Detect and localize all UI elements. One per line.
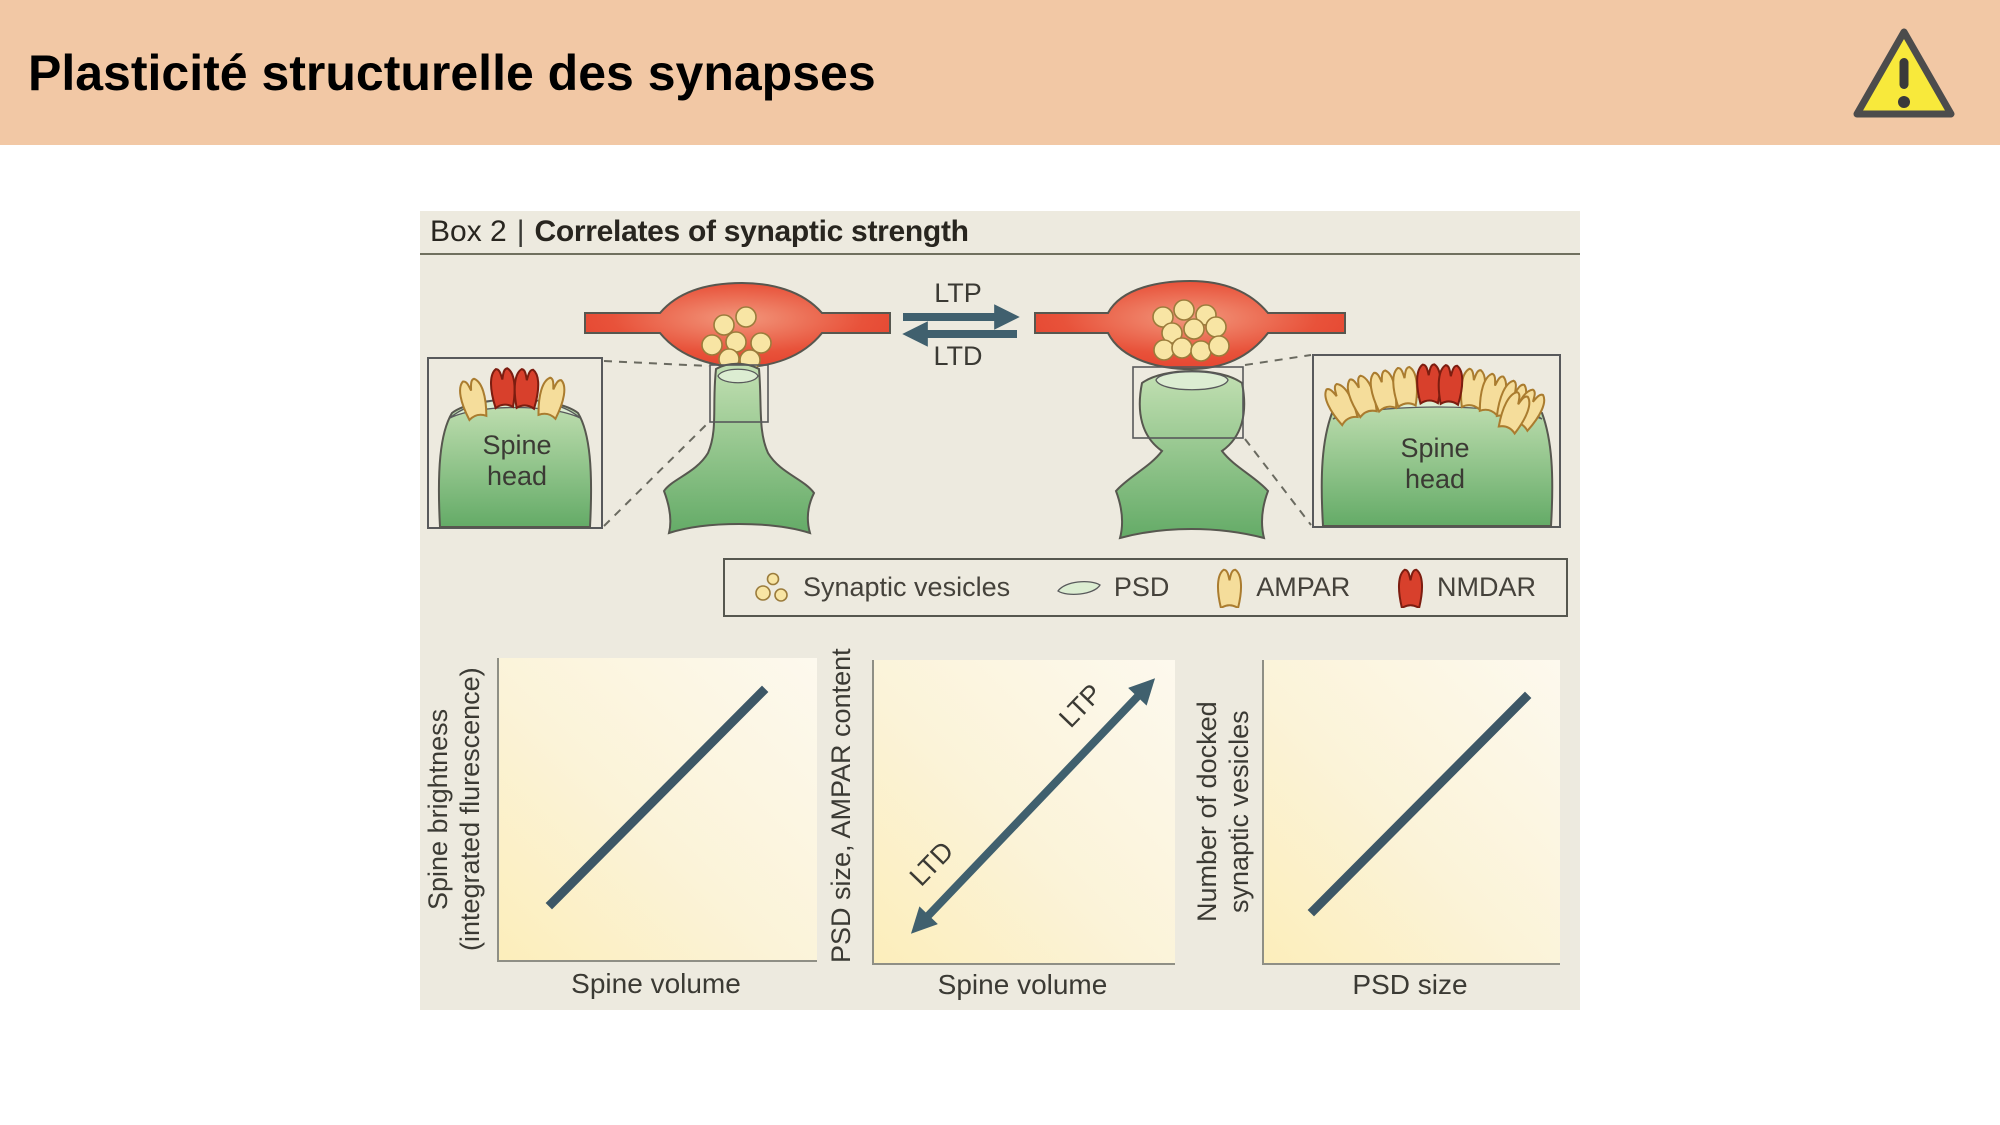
- legend-item-nmdar: NMDAR: [1396, 568, 1536, 608]
- nmdar-icon: [1397, 568, 1424, 608]
- chart2-ltp-annotation: LTP: [1053, 678, 1108, 733]
- chart2-x-axis-label: Spine volume: [937, 969, 1108, 1000]
- ampar-icon: [1217, 568, 1243, 608]
- chart3-plot-area: [1262, 660, 1560, 965]
- psd-icon: [1056, 580, 1101, 595]
- legend-label: NMDAR: [1436, 572, 1536, 602]
- legend-label: AMPAR: [1256, 572, 1351, 602]
- legend-item-psd: PSD: [1056, 572, 1170, 603]
- chart2-ltd-annotation: LTD: [904, 836, 960, 892]
- chart2-double-arrow: LTP LTD: [904, 678, 1156, 934]
- figure-box-title: Correlates of synaptic strength: [534, 215, 969, 248]
- spine-head-label-left-2: head: [487, 461, 547, 491]
- chart3-x-axis-label: PSD size: [1352, 969, 1468, 1000]
- psd-right: [1155, 371, 1229, 391]
- legend-label: PSD: [1113, 572, 1170, 602]
- presynaptic-axon-left: [584, 281, 891, 369]
- legend-item-synaptic-vesicles: Synaptic vesicles: [755, 571, 1010, 605]
- slide-header: Plasticité structurelle des synapses: [0, 0, 2000, 145]
- chart3-y-axis-label: Number of docked synaptic vesicles: [1192, 701, 1254, 922]
- chart3-line: [1307, 691, 1532, 917]
- figure-title-rule: [420, 253, 1580, 255]
- spine-head-label-right-2: head: [1405, 464, 1465, 494]
- spine-head-label-left-1: Spine: [482, 430, 551, 460]
- chart1-x-axis-label: Spine volume: [571, 968, 741, 999]
- figure-title-separator: |: [516, 215, 525, 248]
- figure-title: Box 2 | Correlates of synaptic strength: [430, 211, 969, 253]
- slide-title: Plasticité structurelle des synapses: [28, 44, 876, 101]
- warning-icon: [1853, 28, 1955, 117]
- psd-left: [717, 368, 759, 384]
- figure-panel: Box 2 | Correlates of synaptic strength: [420, 211, 1580, 1010]
- spine-head-inset-left: Spine head: [427, 357, 603, 529]
- legend-item-ampar: AMPAR: [1215, 568, 1350, 608]
- chart2-y-axis-label: PSD size, AMPAR content: [826, 648, 856, 963]
- ltp-label: LTP: [934, 278, 982, 308]
- dendritic-spine-left: [662, 362, 816, 535]
- chart1-plot-area: [497, 658, 817, 962]
- spine-head-inset-right: Spine head: [1312, 354, 1561, 528]
- figure-legend: Synaptic vesicles PSD AMPAR NMDAR: [723, 558, 1568, 617]
- zoom-rectangle-left: [709, 364, 769, 423]
- legend-label: Synaptic vesicles: [803, 572, 1011, 602]
- chart1-y-axis-label: Spine brightness (integrated flurescence…: [423, 667, 485, 951]
- dendritic-spine-right: [1114, 370, 1270, 540]
- zoom-rectangle-right: [1132, 366, 1244, 439]
- ltd-label: LTD: [933, 341, 982, 371]
- inset-connector-dashes: [603, 354, 1312, 527]
- figure-box-label: Box 2: [430, 215, 507, 248]
- chart1-line: [545, 685, 769, 910]
- synaptic-vesicles-right: [1152, 299, 1230, 362]
- spine-head-label-right-1: Spine: [1400, 433, 1469, 463]
- synapse-diagram: LTP LTD: [427, 278, 1561, 540]
- ltp-ltd-arrows: LTP LTD: [902, 278, 1020, 371]
- chart2-plot-area: LTP LTD: [872, 660, 1175, 965]
- synaptic-vesicles-icon: [755, 572, 788, 602]
